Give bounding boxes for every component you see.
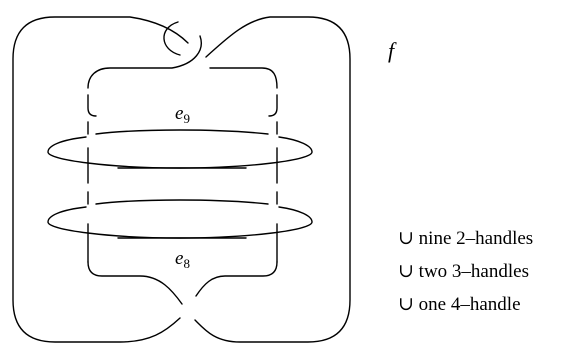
handle-line-3-handles: ∪ two 3–handles <box>398 261 529 282</box>
component-subscript-e8: 8 <box>183 256 190 271</box>
component-label-e8: e8 <box>175 248 190 271</box>
handle-line-2-handles: ∪ nine 2–handles <box>398 228 534 249</box>
upper-ring-back <box>95 129 269 135</box>
bottom-band-left <box>87 261 183 305</box>
upper-band-left <box>87 94 97 117</box>
component-label-e9: e9 <box>175 103 190 126</box>
outer-strand-right <box>194 16 351 343</box>
top-clasp-curl <box>163 21 181 56</box>
lower-ring-back <box>95 199 269 205</box>
top-clasp-right <box>209 67 278 89</box>
component-subscript-e9: 9 <box>183 111 190 126</box>
top-clasp-loop <box>87 35 202 89</box>
upper-band-right <box>268 94 278 117</box>
component-letter-e8: e <box>175 248 183 269</box>
component-letter-e9: e <box>175 103 183 124</box>
outer-strand-left <box>12 16 189 343</box>
handle-list: ∪ nine 2–handles ∪ two 3–handles ∪ one 4… <box>398 222 533 321</box>
handle-line-4-handle: ∪ one 4–handle <box>398 294 521 315</box>
framing-label: f <box>388 38 397 63</box>
bottom-band-right <box>195 261 278 297</box>
